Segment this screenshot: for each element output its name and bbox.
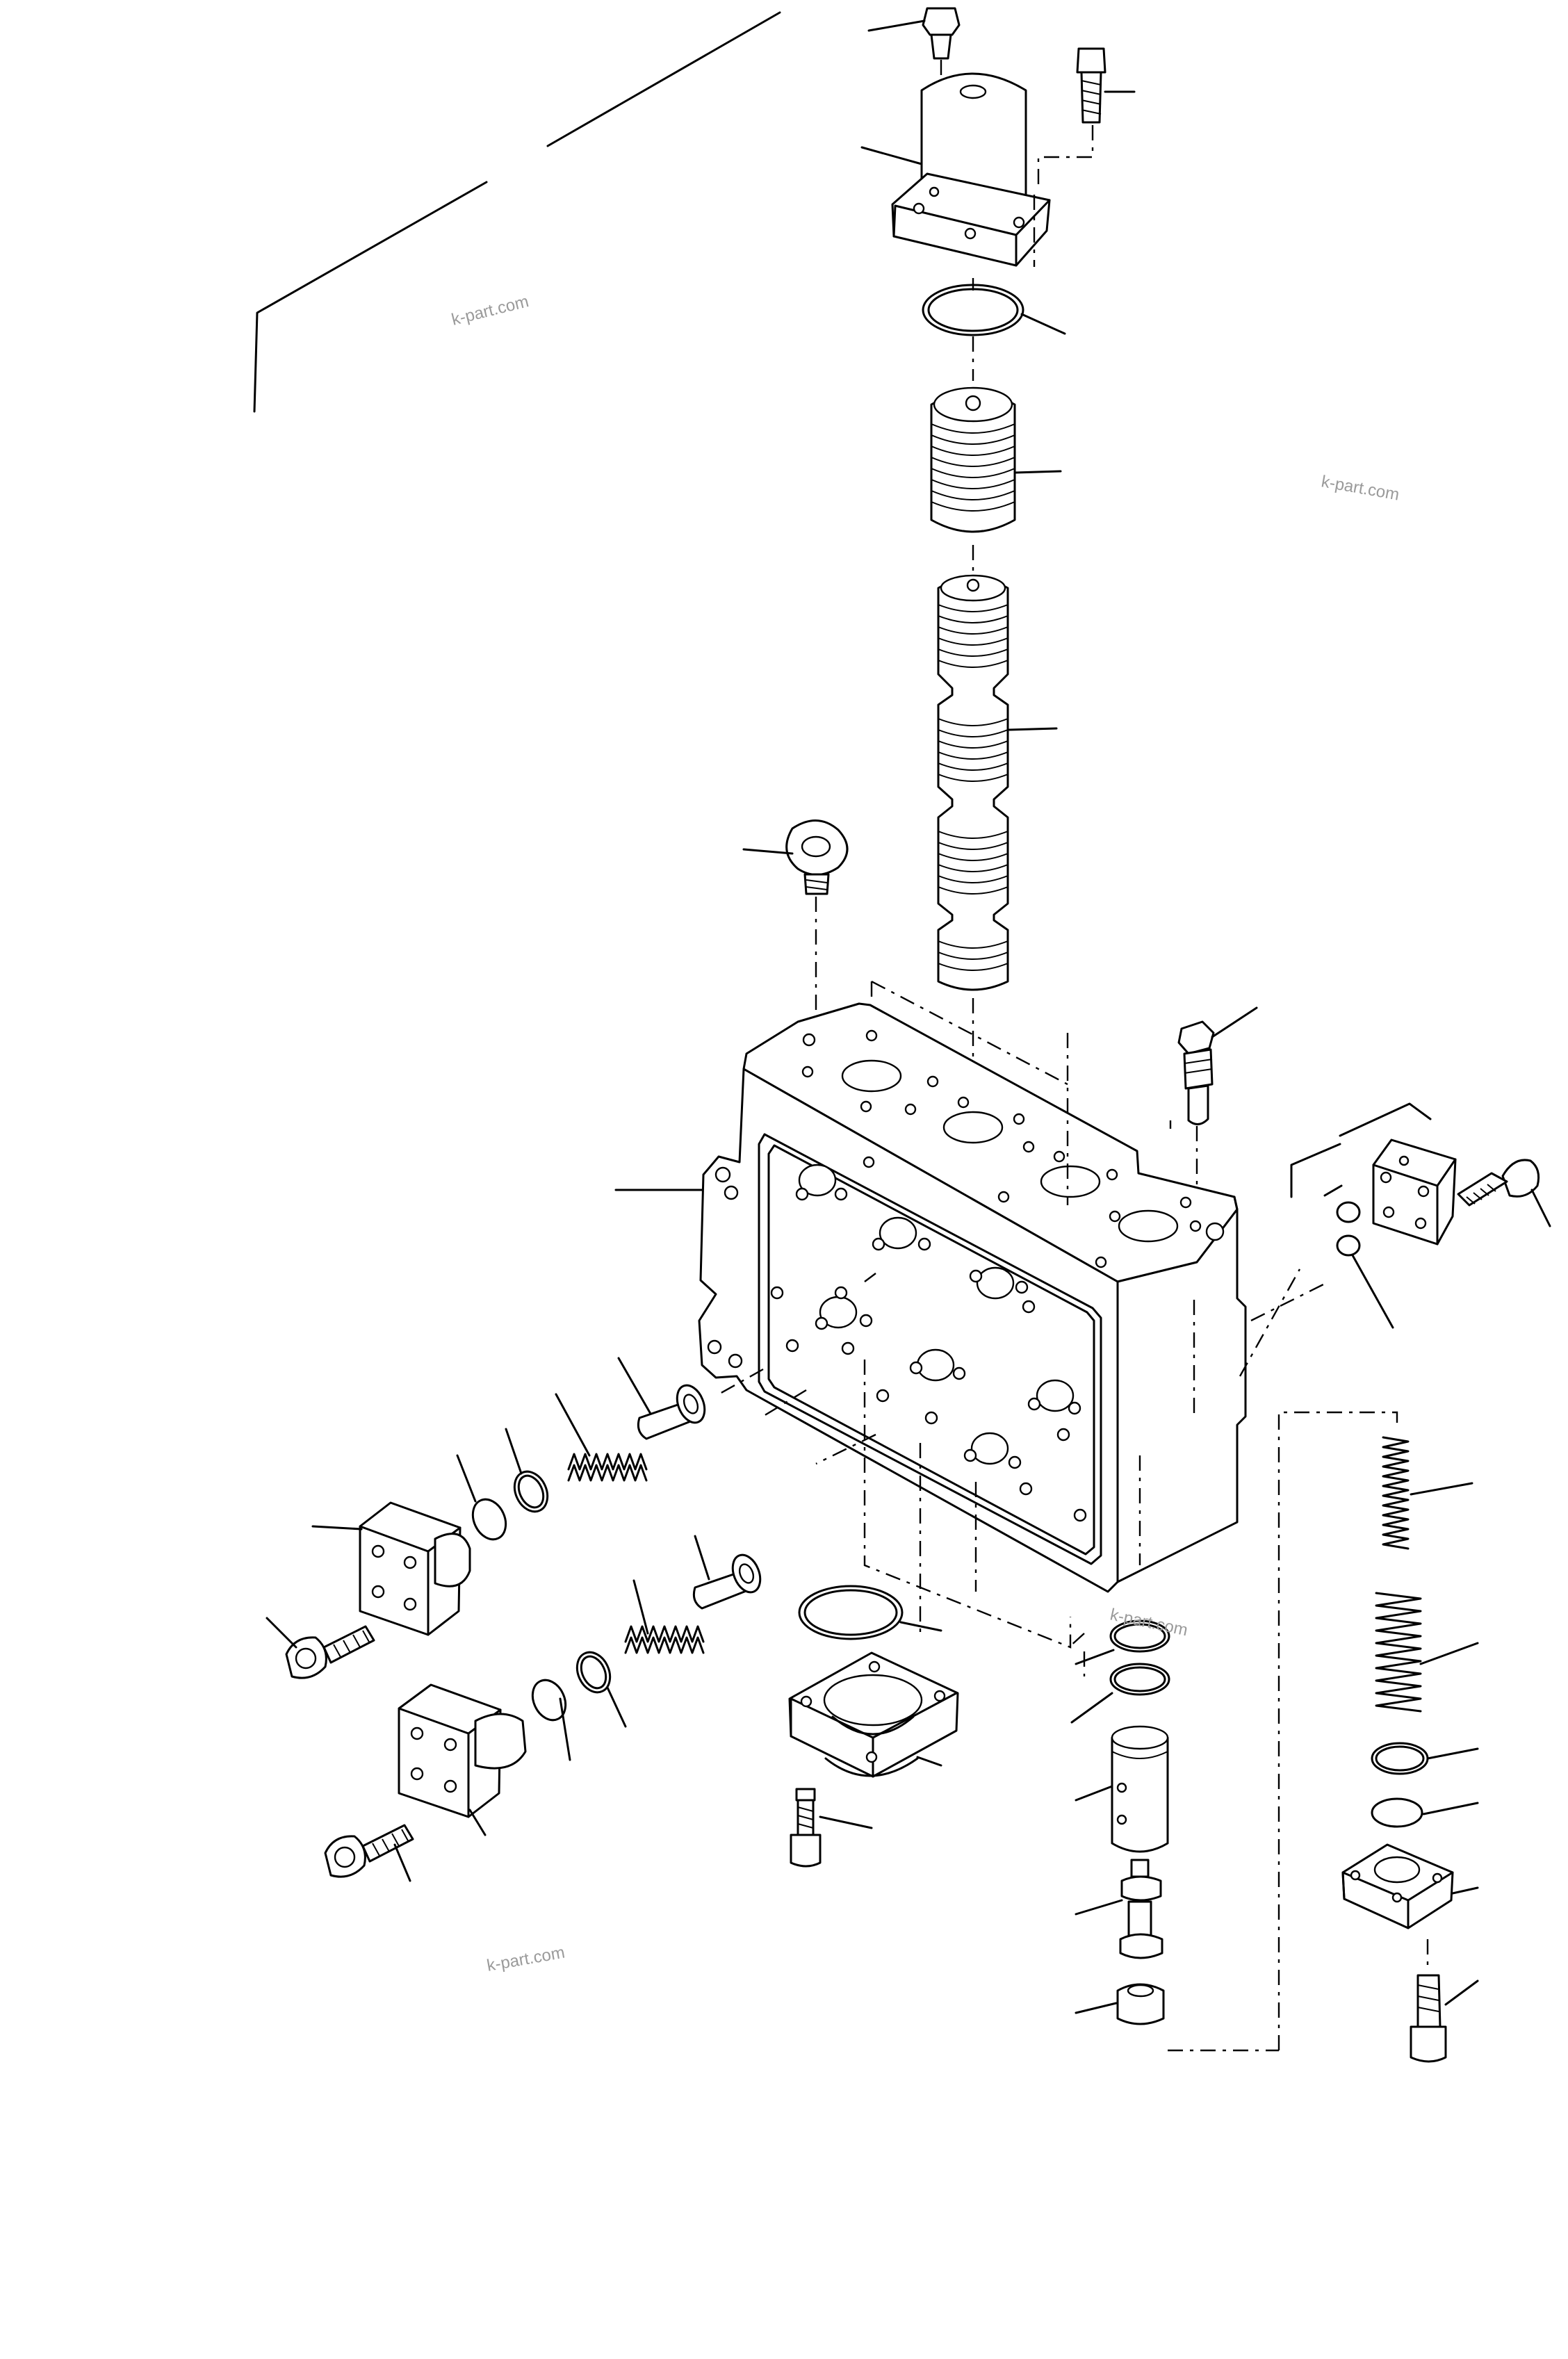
- right-end-cover: [1290, 1102, 1540, 1257]
- callout-leader-29: [1075, 1785, 1113, 1802]
- watermark-4: k-part.com: [485, 1943, 566, 1975]
- callout-leader-1: [867, 19, 926, 32]
- bottom-flange: [788, 1585, 959, 1868]
- callout-leader-22: [468, 1809, 487, 1836]
- callout-leader-24: [899, 1621, 942, 1632]
- watermark-1: k-part.com: [450, 292, 531, 329]
- callout-leader-36: [1451, 1886, 1479, 1895]
- main-spool: [937, 574, 1009, 1108]
- watermark-3: k-part.com: [1109, 1605, 1189, 1640]
- callout-leader-23: [393, 1843, 411, 1882]
- callout-leader-11: [1351, 1254, 1394, 1329]
- callout-leader-17: [266, 1617, 297, 1649]
- callout-leader-28: [1070, 1692, 1113, 1724]
- watermark-2: k-part.com: [1320, 472, 1400, 504]
- lower-valve-stack: [1109, 1619, 1170, 2025]
- callout-leader-8: [1211, 1006, 1258, 1038]
- callout-leader-31: [1075, 2002, 1118, 2014]
- callout-leader-27: [1075, 1649, 1115, 1665]
- valve-body: [698, 1002, 1247, 1593]
- callout-leader-32: [1410, 1482, 1473, 1496]
- callout-leader-14: [505, 1428, 523, 1475]
- callout-leader-13: [555, 1393, 591, 1457]
- assembly-lines: [718, 980, 1324, 1676]
- callout-leader-15: [456, 1454, 477, 1503]
- right-spring-stack: [1168, 1411, 1454, 2063]
- callout-leader-20: [559, 1697, 571, 1761]
- callout-leader-16: [311, 1525, 363, 1531]
- callout-leader-30: [1075, 1899, 1123, 1916]
- callout-leader-25: [916, 1756, 942, 1767]
- callout-leader-5: [1013, 470, 1062, 474]
- callout-leader-7: [742, 848, 794, 855]
- upper-spool: [930, 386, 1016, 577]
- callout-leader-6: [1008, 727, 1058, 731]
- callout-leader-37: [1444, 1980, 1479, 2006]
- callout-leader-12: [617, 1357, 652, 1415]
- left-upper-plug-set: [285, 1384, 706, 1679]
- eye-bolt: [785, 819, 849, 1027]
- callout-leader-21: [606, 1686, 627, 1728]
- solenoid-assembly: [891, 7, 1106, 381]
- callout-leader-10: [1530, 1189, 1551, 1227]
- callout-leader-34: [1426, 1747, 1479, 1760]
- callout-leader-2: [860, 146, 923, 165]
- callout-leaders: [266, 19, 1551, 2014]
- callout-leader-18: [694, 1535, 710, 1581]
- callout-leader-35: [1422, 1802, 1479, 1815]
- callout-leader-19: [632, 1579, 649, 1635]
- check-valve-plug: [1177, 1020, 1215, 1189]
- frame-bracket: [253, 11, 781, 413]
- callout-leader-26: [819, 1815, 873, 1829]
- callout-leader-33: [1419, 1642, 1479, 1665]
- left-lower-plug-set: [324, 1553, 762, 1878]
- callout-leader-4: [1020, 313, 1066, 335]
